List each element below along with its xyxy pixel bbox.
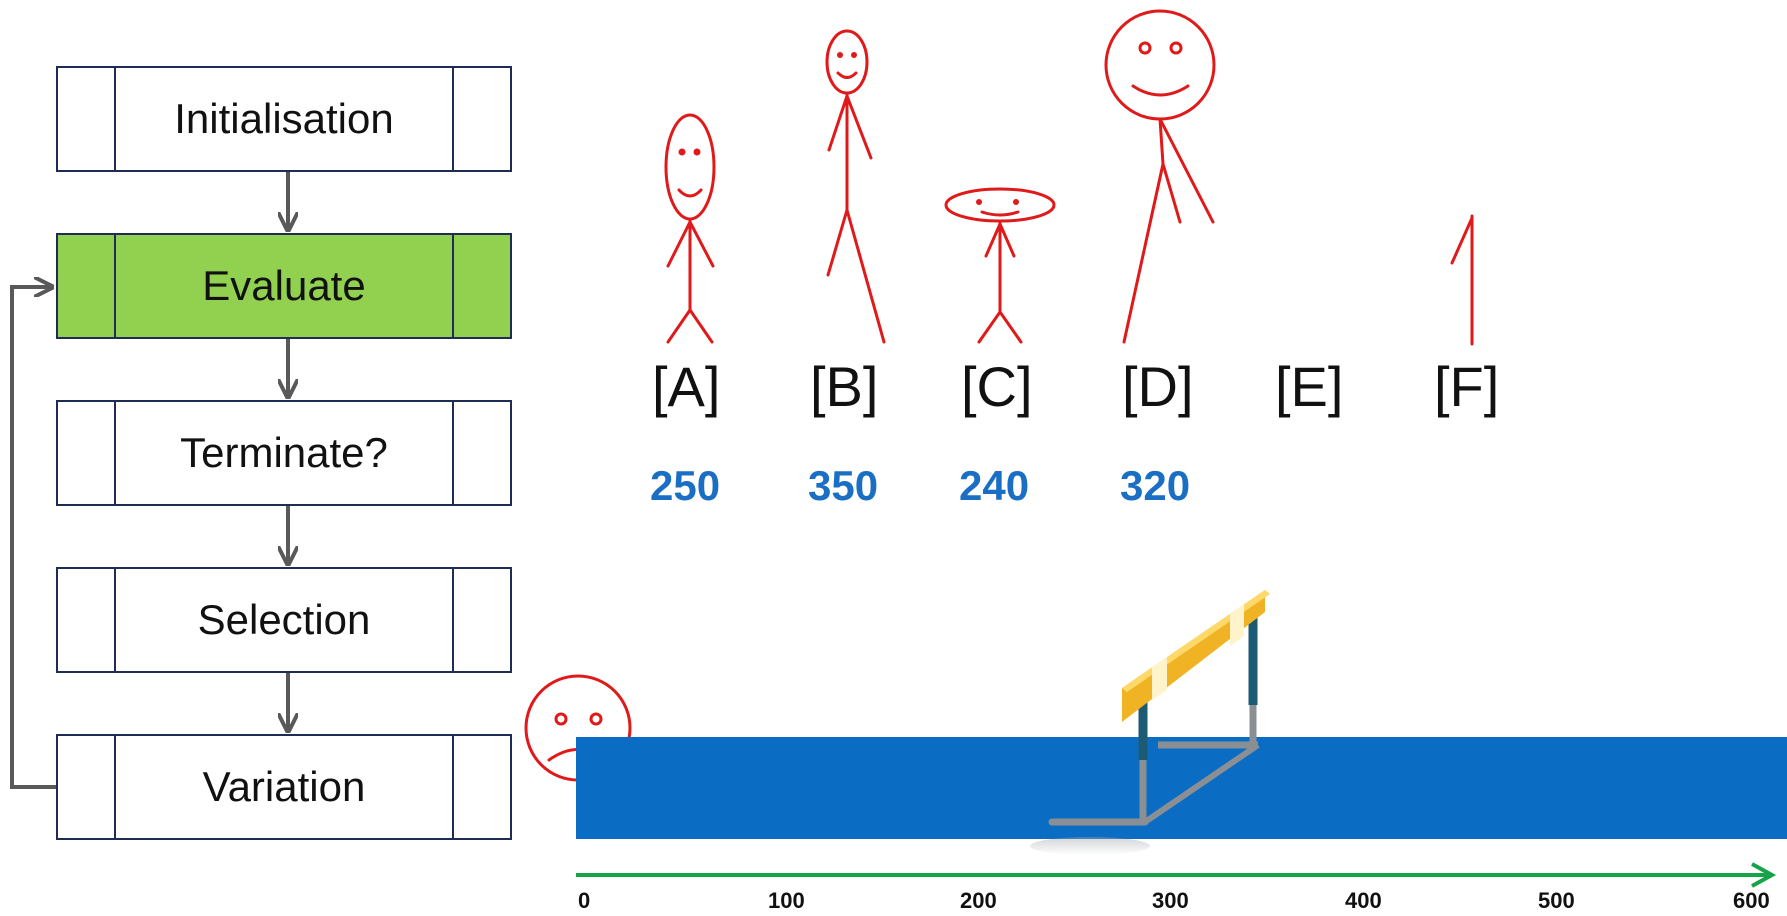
distance-axis [576,862,1777,888]
step-divider-right [452,402,454,504]
step-divider-left [114,235,116,337]
individual-c-label: [C] [961,355,1033,418]
axis-tick: 500 [1538,888,1575,913]
step-selection: Selection [56,567,512,673]
step-label: Evaluate [202,262,366,309]
individual-c-score: 240 [959,462,1030,509]
step-label: Variation [202,763,366,810]
individual-f-figure [1450,214,1474,346]
axis-tick: 0 [578,888,591,913]
individual-e-label: [E] [1275,355,1344,418]
individual-f-label: [F] [1434,355,1500,418]
step-divider-right [452,235,454,337]
individual-d-label: [D] [1122,355,1194,418]
step-label: Terminate? [180,429,388,476]
step-initialisation: Initialisation [56,66,512,172]
axis-tick: 300 [1152,888,1189,913]
step-divider-right [452,68,454,170]
step-evaluate: Evaluate [56,233,512,339]
step-divider-left [114,68,116,170]
step-variation: Variation [56,734,512,840]
step-divider-left [114,402,116,504]
hurdle-icon [1030,590,1270,855]
step-divider-left [114,569,116,671]
individual-a-label: [A] [652,355,721,418]
track [576,737,1787,839]
individual-b-score: 350 [808,462,879,509]
step-label: Selection [197,596,371,643]
step-label: Initialisation [174,95,394,142]
step-divider-right [452,736,454,838]
axis-tick: 100 [768,888,805,913]
individual-b-figure [825,29,886,344]
individual-a-score: 250 [650,462,721,509]
flow-arrows [10,172,288,789]
step-terminate: Terminate? [56,400,512,506]
axis-tick: 200 [960,888,997,913]
axis-tick: 600 [1733,888,1770,913]
axis-tick: 400 [1345,888,1382,913]
individual-c-figure [944,187,1056,344]
individual-a-figure [664,113,716,344]
individual-d-score: 320 [1120,462,1191,509]
individual-b-label: [B] [810,355,879,418]
individual-d-figure [1104,9,1216,344]
loop-back-arrow [10,287,56,789]
step-divider-left [114,736,116,838]
step-divider-right [452,569,454,671]
